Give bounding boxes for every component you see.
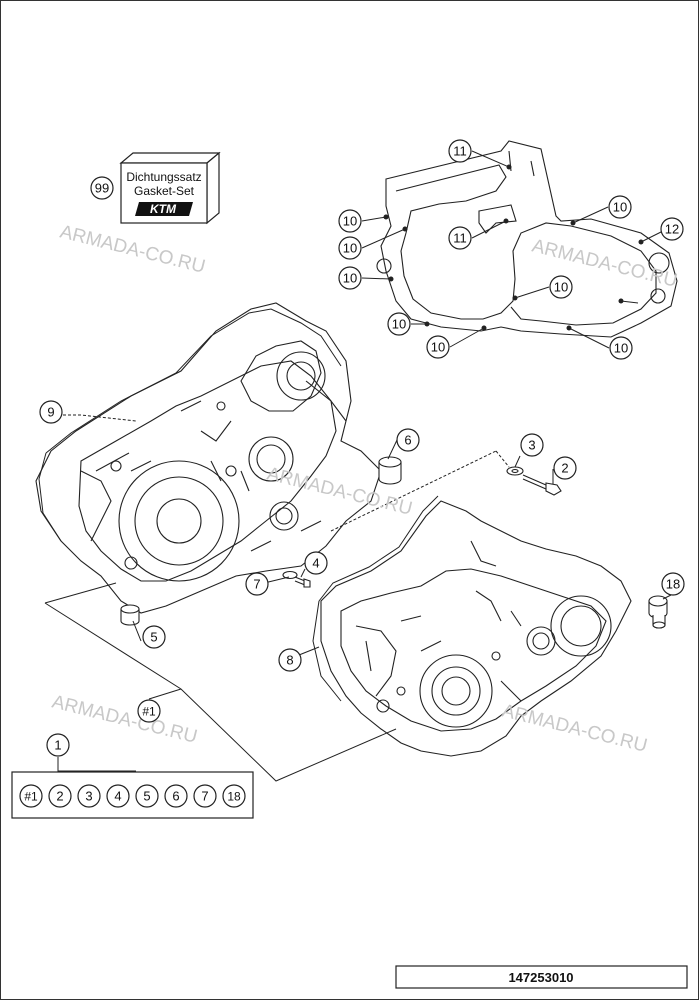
part-3-washer [506, 466, 524, 476]
kit-item: 2 [48, 784, 72, 808]
callout-7: 7 [245, 572, 269, 596]
kit-item-label: #1 [24, 790, 38, 804]
callout-2: 2 [553, 456, 577, 480]
ktm-logo: KTM [150, 202, 177, 216]
callout-label: 3 [528, 438, 535, 453]
callout-label: 7 [253, 577, 260, 592]
right-crankcase-half [320, 500, 632, 757]
callout-hash1: #1 [137, 699, 161, 723]
callout-11-top: 11 [448, 139, 472, 163]
callout-11-inner: 11 [448, 226, 472, 250]
left-crankcase-half [35, 302, 382, 614]
leader-lines [44, 450, 510, 783]
callout-10-b: 10 [338, 236, 362, 260]
callout-label: 10 [343, 271, 357, 286]
document-number-box: 147253010 [395, 965, 688, 989]
kit-item-label: 5 [143, 789, 150, 804]
callout-10-f: 10 [608, 195, 632, 219]
kit-item: 6 [164, 784, 188, 808]
watermark: ARMADA-CO.RU [58, 221, 208, 277]
callout-label: 10 [392, 317, 406, 332]
kit-contents-box: #1 2 3 4 5 6 7 18 [11, 771, 254, 819]
callout-label: 1 [54, 738, 61, 753]
watermarks: ARMADA-CO.RU ARMADA-CO.RU ARMADA-CO.RU A… [50, 221, 680, 756]
callout-5: 5 [142, 625, 166, 649]
callout-10-a: 10 [338, 209, 362, 233]
kit-item-label: 6 [172, 789, 179, 804]
kit-item-label: 4 [114, 789, 121, 804]
ktm-logo-badge [135, 202, 193, 216]
callout-label: 9 [47, 405, 54, 420]
callout-18: 18 [661, 572, 685, 596]
watermark: ARMADA-CO.RU [500, 700, 650, 756]
callout-10-g: 10 [549, 275, 573, 299]
kit-item: 18 [222, 784, 246, 808]
callout-3: 3 [520, 433, 544, 457]
callout-8: 8 [278, 648, 302, 672]
callout-1: 1 [46, 733, 70, 757]
callout-label: 10 [431, 340, 445, 355]
gasket-9-outline [38, 308, 342, 542]
callout-leader-dots [383, 164, 644, 331]
watermark: ARMADA-CO.RU [50, 691, 200, 747]
callout-label: 10 [554, 280, 568, 295]
callout-10-d: 10 [387, 312, 411, 336]
callout-4: 4 [304, 551, 328, 575]
callout-9: 9 [39, 400, 63, 424]
callout-label: 18 [666, 577, 680, 592]
kit-item: #1 [19, 784, 43, 808]
gasket-set-box: Dichtungssatz Gasket-Set KTM 99 [90, 151, 221, 225]
callout-10-e: 10 [426, 335, 450, 359]
kit-item: 5 [135, 784, 159, 808]
gasket-9-leader [63, 414, 137, 422]
kit-item: 7 [193, 784, 217, 808]
callout-label: 4 [312, 556, 319, 571]
callout-6: 6 [396, 428, 420, 452]
callout-label: 5 [150, 630, 157, 645]
callout-12: 12 [660, 217, 684, 241]
callout-label: 11 [453, 144, 467, 159]
callout-label: 10 [343, 214, 357, 229]
part-6-bushing [378, 456, 402, 485]
part-5-dowel [120, 604, 140, 626]
part-4-7-screw [282, 570, 311, 588]
callout-label: 8 [286, 653, 293, 668]
callout-label: 11 [453, 231, 467, 246]
kit-item: 4 [106, 784, 130, 808]
callout-10-h: 10 [609, 336, 633, 360]
part-18-plug [648, 595, 668, 629]
callout-99-label: 99 [95, 181, 109, 196]
gasket-set-line1: Dichtungssatz [126, 170, 201, 184]
kit-item-label: 18 [227, 790, 241, 804]
callout-99-bubble [90, 176, 114, 200]
gasket-8-outline [312, 495, 439, 702]
callout-label: #1 [142, 705, 156, 719]
part-2-screw [522, 474, 562, 496]
callout-label: 6 [404, 433, 411, 448]
gasket-set-line2: Gasket-Set [134, 184, 195, 198]
callout-leaders [132, 150, 672, 660]
callout-label: 12 [665, 222, 679, 237]
kit-item: 3 [77, 784, 101, 808]
document-number: 147253010 [508, 970, 573, 985]
kit-item-label: 3 [85, 789, 92, 804]
callout-label: 10 [343, 241, 357, 256]
callout-bubbles: 11 11 10 10 10 10 10 10 10 10 12 9 6 3 2… [39, 139, 685, 757]
callout-label: 2 [561, 461, 568, 476]
kit-item-label: 7 [201, 789, 208, 804]
callout-label: 10 [614, 341, 628, 356]
callout-10-c: 10 [338, 266, 362, 290]
callout-label: 10 [613, 200, 627, 215]
clutch-cover-gasket [376, 140, 678, 338]
kit-item-label: 2 [56, 789, 63, 804]
